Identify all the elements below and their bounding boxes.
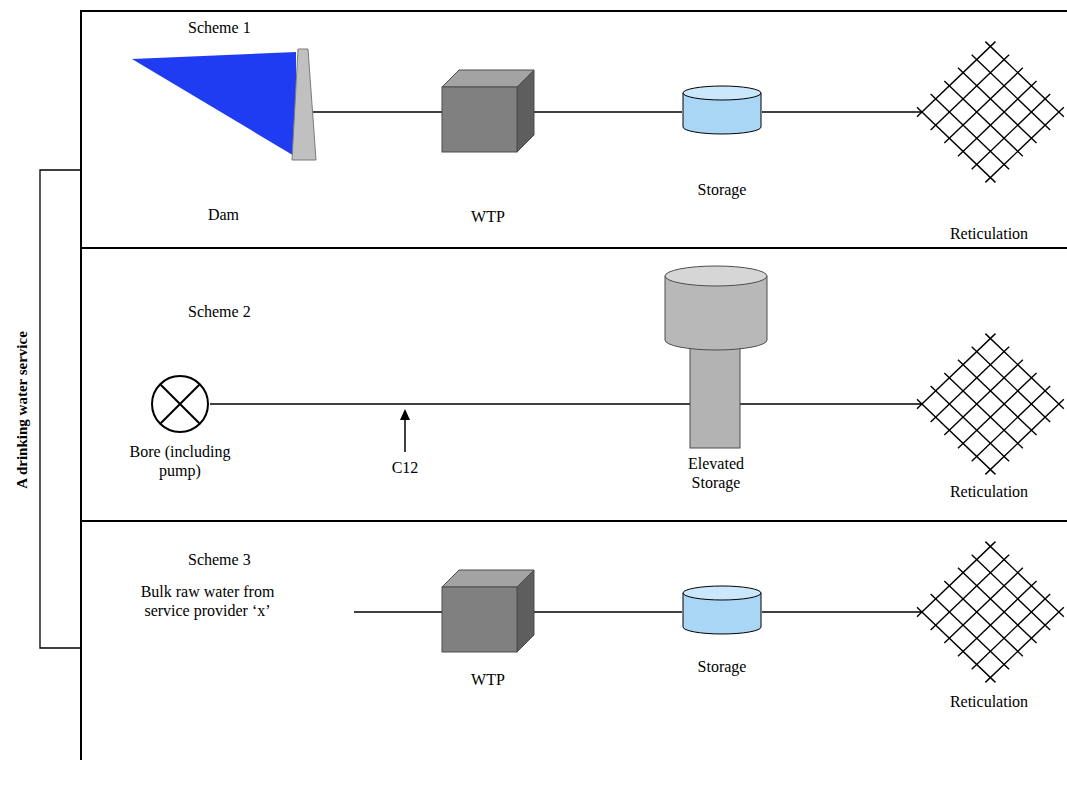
scheme-band: Scheme 2 Bore (including pump) Elevated St… [80,247,1067,520]
dam-symbol-shape [130,49,317,160]
tower-column [690,340,740,448]
reticulation-network: Reticulation [914,334,1064,502]
reticulation-network: Reticulation [914,42,1064,244]
pipe-line [985,542,1063,617]
reticulation-network: Reticulation [914,542,1064,712]
tank-top [665,266,767,286]
pipe-connector [210,403,690,405]
scheme-title: Scheme 1 [188,18,251,37]
pipe-line [985,607,1063,682]
pipe-line [985,42,1063,117]
tank-body [665,276,767,350]
component-label: WTP [471,670,506,689]
callout-arrow [404,418,406,452]
reticulation-network-shape [914,542,1064,682]
storage-tank: Storage [682,85,762,200]
vertical-title: A drinking water service [13,331,31,489]
bore-circle [152,376,208,432]
service-bracket [40,170,80,648]
pipe-connector [762,111,922,113]
treatment-plant: WTP [442,70,534,227]
storage-tank-shape [682,585,762,635]
pipe-connector [534,611,682,613]
scheme-title: Scheme 3 [188,550,251,569]
callout-arrowhead [400,409,410,420]
callout-number: C12 [392,458,419,477]
storage-tank-shape [682,85,762,135]
pipe-connector [762,611,922,613]
scheme-band: Scheme 3 Bulk raw water from service prov… [80,520,1067,760]
component-label: Bore (including pump) [115,442,246,480]
component-label: Reticulation [949,692,1029,711]
bore-pump-shape [150,374,210,434]
pipe-connector [354,611,442,613]
component-label: Storage [697,180,747,199]
bore-cross [160,384,200,424]
cylinder-top [683,586,761,600]
pipe-line [985,399,1063,474]
pipe-connector [534,111,682,113]
component-label: Reticulation [949,482,1029,501]
elevated-storage: Elevated Storage [662,264,770,493]
scheme-band: Scheme 1 Dam WTP StorageReticulation [80,10,1067,247]
cube-front [442,87,517,152]
bulk-water-source: Bulk raw water from service provider ‘x’ [132,562,354,621]
treatment-plant: WTP [442,570,534,690]
bore-pump: Bore (including pump) [112,374,249,481]
component-label: Elevated Storage [676,454,757,492]
pipe-connector [740,403,922,405]
cube-front [442,587,517,652]
component-label: Dam [207,205,240,224]
pipe-connector [313,111,442,113]
component-label: Bulk raw water from service provider ‘x’ [132,582,283,620]
component-label: Storage [697,657,747,676]
cube-side [517,70,534,152]
reticulation-network-shape [914,334,1064,474]
reticulation-network-shape [914,42,1064,182]
scheme-title: Scheme 2 [188,302,251,321]
dam-symbol: Dam [130,49,317,225]
component-label: Reticulation [949,224,1029,243]
dam-wall [292,49,316,160]
reservoir-water [132,52,296,157]
cube-side [517,570,534,652]
pipe-line [985,107,1063,182]
treatment-plant-shape [442,570,534,652]
component-label: WTP [471,207,506,226]
treatment-plant-shape [442,70,534,152]
elevated-storage-shape [662,264,770,449]
storage-tank: Storage [682,585,762,677]
cylinder-top [683,86,761,100]
pipe-line [985,334,1063,409]
